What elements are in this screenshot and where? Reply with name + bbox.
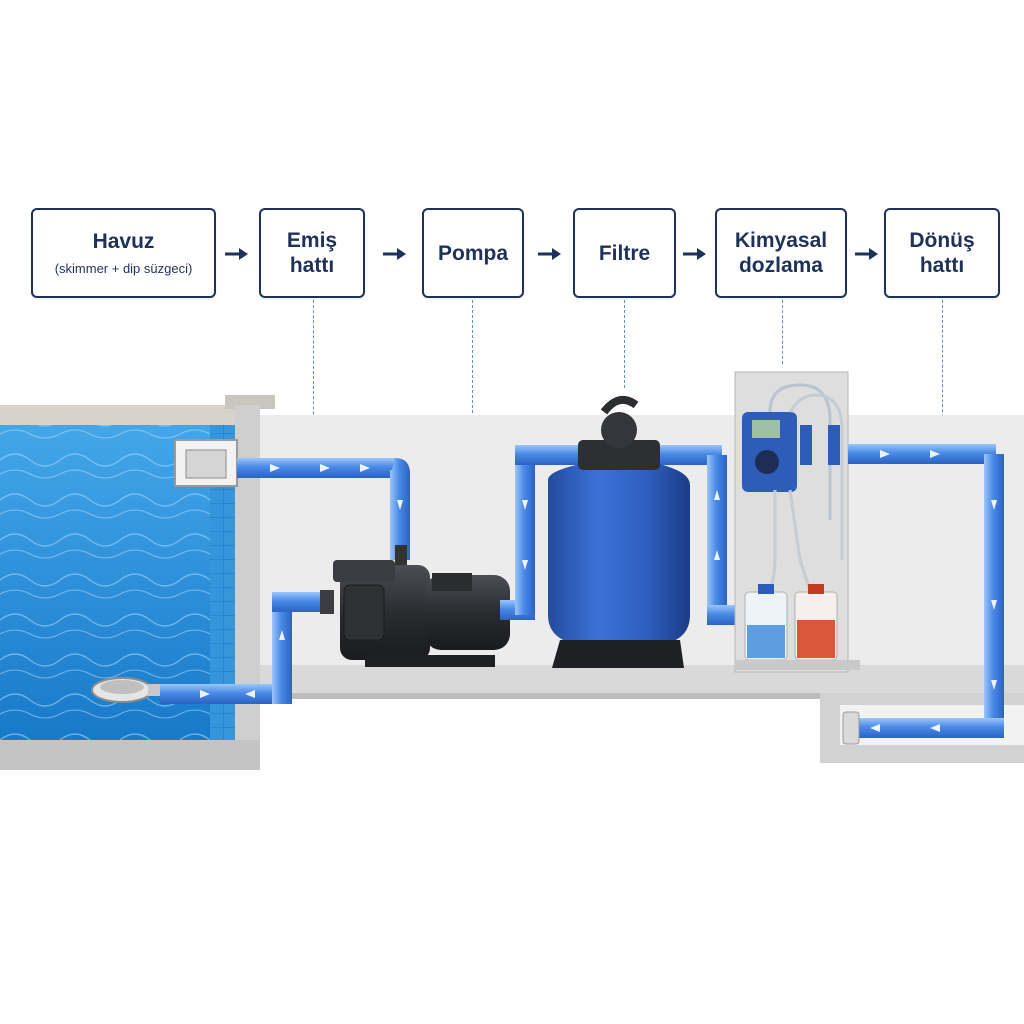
guide-line-donus: [942, 300, 943, 452]
chemical-tank-icon: [744, 584, 788, 661]
arrow-right-icon: [383, 248, 406, 260]
return-line-pipe: [848, 444, 1004, 738]
dosing-pump-icon: [742, 412, 797, 492]
return-trench-inner: [840, 705, 1024, 745]
guide-line-kimyasal: [782, 300, 783, 364]
step-label-havuz: Havuz: [92, 229, 155, 253]
pump-to-filter-pipe: [500, 445, 587, 620]
arrow-right-icon: [683, 248, 706, 260]
guide-line-filtre: [624, 300, 625, 388]
step-box-filtre: Filtre: [573, 208, 676, 298]
skimmer-icon: [174, 439, 238, 487]
step-box-pompa: Pompa: [422, 208, 524, 298]
step-label-pompa: Pompa: [437, 241, 508, 265]
step-sublabel-havuz: (skimmer + dip süzgeci): [54, 260, 193, 276]
step-box-havuz: Havuz (skimmer + dip süzgeci): [31, 208, 216, 298]
step-label-kimyasal: Kimyasal dozlama: [734, 229, 828, 277]
step-label-emis: Emiş hattı: [286, 229, 338, 277]
arrow-right-icon: [538, 248, 561, 260]
flow-direction-arrows: [200, 450, 997, 732]
step-box-donus: Dönüş hattı: [884, 208, 1000, 298]
pump-icon: [333, 560, 510, 667]
filter-to-dosing-pipe: [660, 445, 747, 625]
return-trench: [820, 693, 1024, 763]
step-label-filtre: Filtre: [598, 241, 651, 265]
chemical-tank-icon: [794, 584, 838, 661]
step-box-emis: Emiş hattı: [259, 208, 365, 298]
equipment-floor-slab: [235, 665, 1024, 695]
pool-wall: [235, 405, 260, 770]
guide-line-emis: [313, 300, 314, 460]
pool-water: [0, 425, 210, 740]
slab-edge: [235, 693, 1024, 699]
equipment-room-wall: [255, 415, 1024, 670]
guide-line-pompa: [472, 300, 473, 568]
coping-cap: [225, 395, 275, 409]
sand-filter-icon: [548, 395, 690, 668]
arrow-right-icon: [855, 248, 878, 260]
pool-floor-slab: [0, 740, 260, 770]
return-inlet-icon: [842, 711, 860, 745]
step-box-kimyasal: Kimyasal dozlama: [715, 208, 847, 298]
arrow-right-icon: [225, 248, 248, 260]
pool-tiles: [0, 425, 235, 740]
dosing-shelf: [735, 660, 860, 670]
suction-line-pipe: [160, 458, 410, 704]
step-label-donus: Dönüş hattı: [909, 229, 975, 277]
dosing-panel: [734, 371, 849, 673]
water-caustics: [0, 425, 210, 740]
main-drain-icon: [91, 677, 162, 703]
pool-coping: [0, 405, 235, 425]
